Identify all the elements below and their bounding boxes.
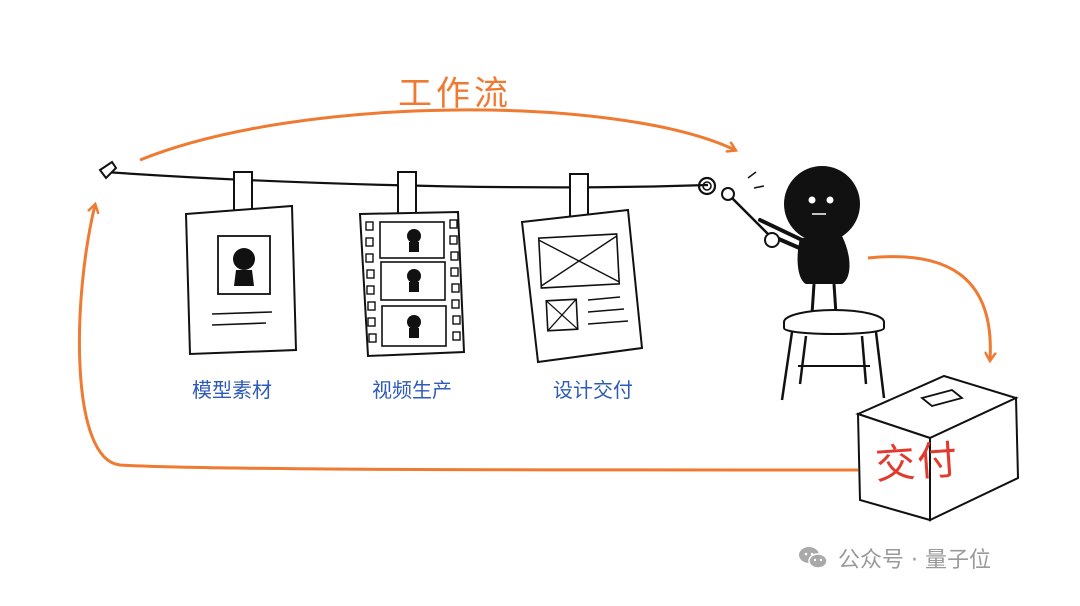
delivery-box-icon (855, 374, 1020, 522)
film-strip-icon (358, 171, 466, 358)
wechat-icon (798, 545, 828, 571)
diagram-title: 工作流 (398, 74, 512, 114)
wireframe-sheet-icon (520, 173, 644, 364)
return-loop-arrow (77, 205, 859, 472)
worker-figure (721, 166, 860, 315)
watermark-text: 公众号 · 量子位 (838, 548, 991, 573)
portrait-sheet-icon (184, 171, 298, 356)
delivery-label: 交付 (873, 437, 961, 489)
stool-icon (780, 309, 886, 401)
delivery-arrow (867, 255, 990, 360)
clothesline (98, 160, 717, 196)
watermark: 公众号 · 量子位 (798, 542, 991, 574)
workflow-arrow-top (139, 108, 735, 162)
stage-label-video-production: 视频生产 (372, 378, 452, 402)
stage-label-model-assets: 模型素材 (192, 378, 272, 402)
stage-label-design-delivery: 设计交付 (553, 378, 633, 402)
